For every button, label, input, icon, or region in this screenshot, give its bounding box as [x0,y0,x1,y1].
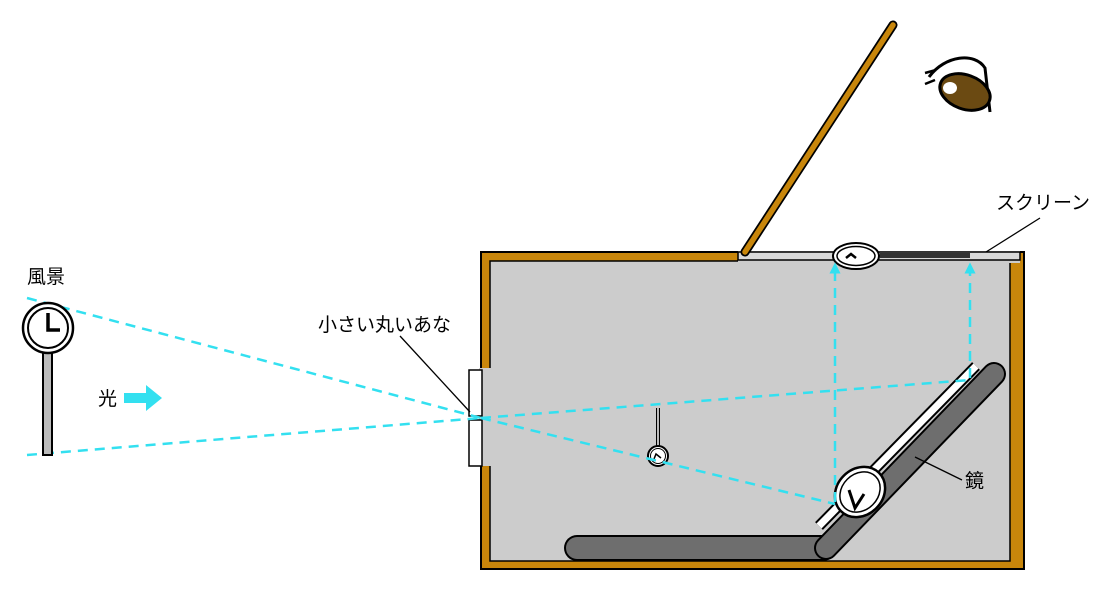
clock-on-pole-icon [21,301,75,456]
pinhole-plate-bottom [468,419,483,467]
label-scenery: 風景 [27,266,65,288]
screen-dark-band [880,253,970,258]
mirror-image-clock [833,465,887,519]
label-light: 光 [98,388,117,410]
mirror-assembly [564,362,1006,561]
pinhole-leader-line [399,335,471,413]
screen [737,242,1021,270]
eye-icon [924,56,992,113]
label-screen: スクリーン [996,192,1090,214]
arrow-right-icon [124,385,162,411]
box-interior [489,260,1011,562]
ray-lower-incoming [26,416,482,457]
camera-box [468,251,1025,570]
ray-upper-incoming [26,296,482,420]
ray-lower-inside [480,378,971,420]
light-rays [26,262,976,506]
label-mirror: 鏡 [965,470,984,492]
box-lid [740,20,898,257]
screen-leader-line [985,217,1041,253]
pinhole-plate-top [468,369,483,417]
mirror-leader-line [914,456,963,481]
ray-upper-inside [480,416,836,506]
screen-image-clock [832,242,880,270]
label-pinhole: 小さい丸いあな [318,314,451,336]
